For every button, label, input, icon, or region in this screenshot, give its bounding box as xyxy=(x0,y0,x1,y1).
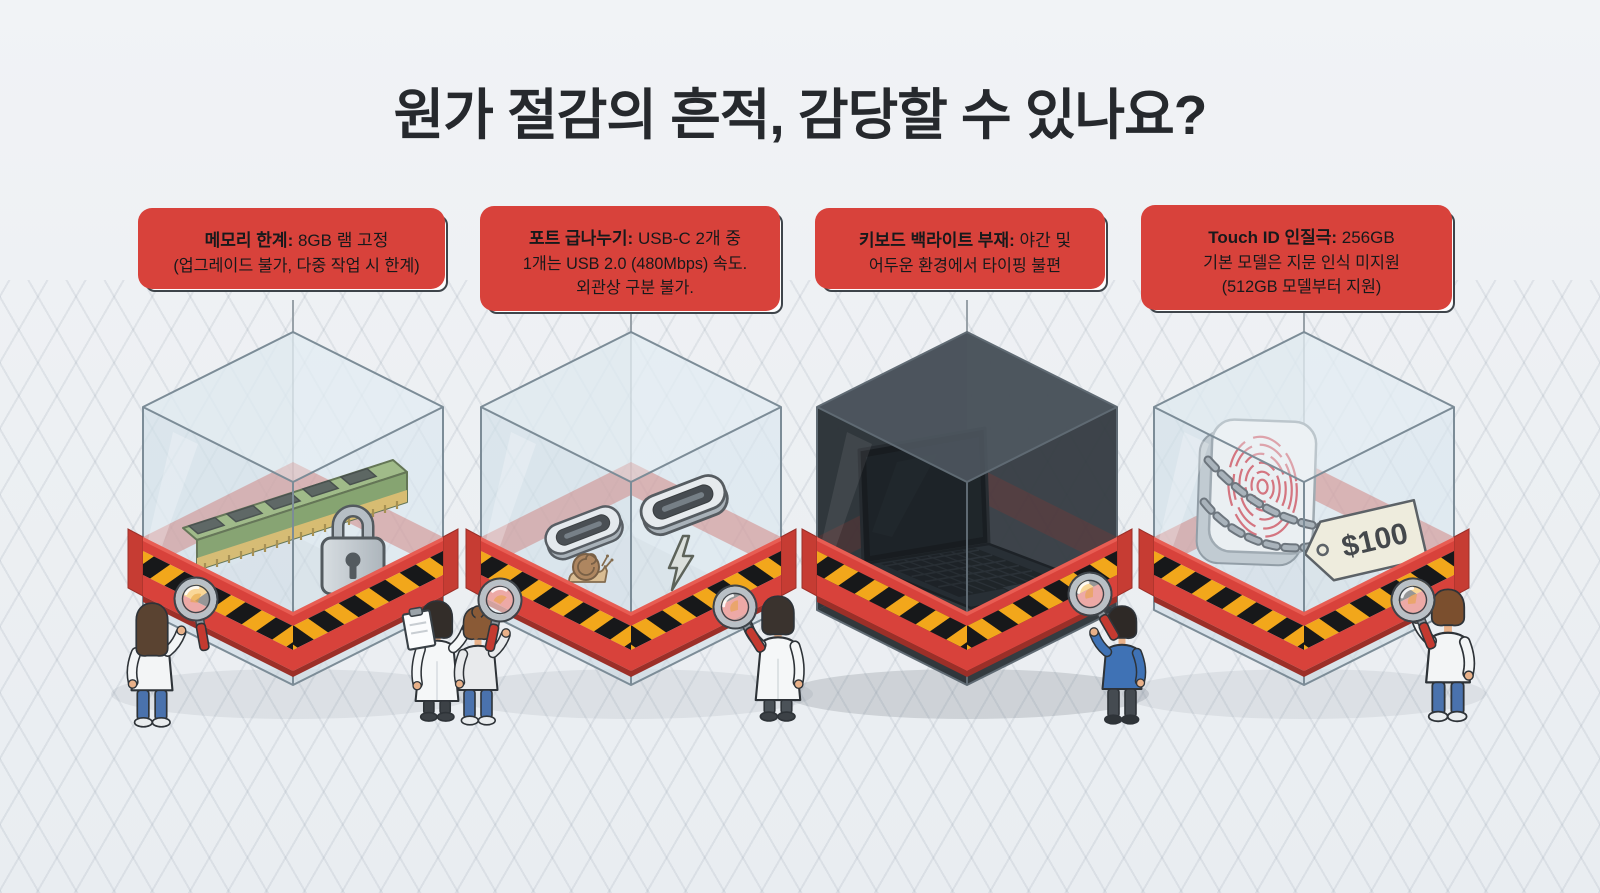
callout-touchid: Touch ID 인질극: 256GB 기본 모델은 지문 인식 미지원 (51… xyxy=(1141,204,1455,314)
callout-backlight-rest: 야간 및 xyxy=(1014,231,1072,250)
callout-memory-rest: 8GB 램 고정 xyxy=(293,231,389,250)
callout-ports-lead: 포트 급나누기: xyxy=(528,229,634,248)
callout-touchid-line2: 기본 모델은 지문 인식 미지원 xyxy=(1203,253,1400,272)
page-title: 원가 절감의 흔적, 감당할 수 있나요? xyxy=(393,84,1208,146)
callout-ports-line2: 1개는 USB 2.0 (480Mbps) 속도. xyxy=(522,254,748,273)
callout-backlight-lead: 키보드 백라이트 부재: xyxy=(858,231,1015,250)
callout-touchid-rest: 256GB xyxy=(1337,228,1395,247)
callout-backlight-line2: 어두운 환경에서 타이핑 불편 xyxy=(868,256,1062,275)
callout-touchid-lead: Touch ID 인질극: xyxy=(1208,228,1338,247)
ponytail xyxy=(473,614,483,640)
callout-memory: 메모리 한계: 8GB 램 고정 (업그레이드 불가, 다중 작업 시 한계) xyxy=(138,208,448,292)
callout-memory-line2: (업그레이드 불가, 다중 작업 시 한계) xyxy=(173,256,420,275)
cube-ports xyxy=(448,331,814,720)
cube-touchid: $100 xyxy=(1121,331,1487,720)
cube-memory xyxy=(110,331,476,720)
callout-backlight: 키보드 백라이트 부재: 야간 및 어두운 환경에서 타이핑 불편 xyxy=(815,208,1108,292)
callout-ports: 포트 급나누기: USB-C 2개 중 1개는 USB 2.0 (480Mbps… xyxy=(480,205,783,315)
callout-touchid-line3: (512GB 모델부터 지원) xyxy=(1221,277,1382,296)
callout-memory-lead: 메모리 한계: xyxy=(204,231,294,250)
callout-ports-line3: 외관상 구분 불가. xyxy=(576,278,694,297)
callout-ports-rest: USB-C 2개 중 xyxy=(633,229,742,248)
cube-backlight xyxy=(785,331,1149,719)
illustration-canvas: $100 xyxy=(110,300,1487,893)
